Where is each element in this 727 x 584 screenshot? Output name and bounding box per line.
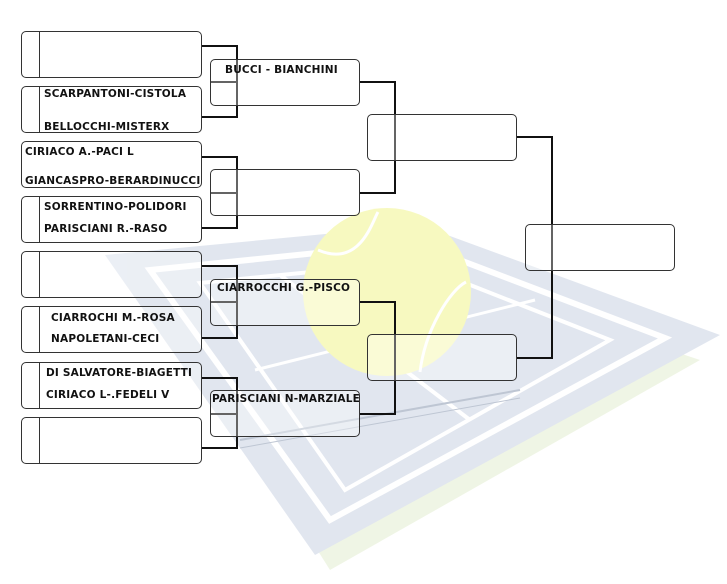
match-slot-r1-7: DI SALVATORE-BIAGETTI CIRIACO L-.FEDELI … xyxy=(21,362,202,409)
connector-line xyxy=(360,301,396,415)
connector-line xyxy=(517,136,553,359)
team-name: BELLOCCHI-MISTERX xyxy=(44,121,170,133)
connector-line xyxy=(360,81,396,194)
team-name: GIANCASPRO-BERARDINUCCI xyxy=(25,175,201,187)
team-name: PARISCIANI N-MARZIALE xyxy=(212,393,361,405)
team-name: CIARROCCHI G.-PISCO xyxy=(217,282,351,294)
match-slot-r1-2: SCARPANTONI-CISTOLA BELLOCCHI-MISTERX xyxy=(21,86,202,133)
team-name: SORRENTINO-POLIDORI xyxy=(44,201,187,213)
team-name: NAPOLETANI-CECI xyxy=(51,333,160,345)
match-slot-r1-4: SORRENTINO-POLIDORI PARISCIANI R.-RASO xyxy=(21,196,202,243)
match-slot-r1-8 xyxy=(21,417,202,464)
match-slot-r2-3: CIARROCCHI G.-PISCO xyxy=(210,279,360,326)
match-slot-semifinal-2 xyxy=(367,334,517,381)
match-slot-r1-3: CIRIACO A.-PACI L GIANCASPRO-BERARDINUCC… xyxy=(21,141,202,188)
match-slot-semifinal-1 xyxy=(367,114,517,161)
match-slot-r1-6: CIARROCHI M.-ROSA NAPOLETANI-CECI xyxy=(21,306,202,353)
match-slot-r2-2 xyxy=(210,169,360,216)
team-name: DI SALVATORE-BIAGETTI xyxy=(46,367,193,379)
team-name: CIRIACO A.-PACI L xyxy=(25,146,134,158)
match-slot-r2-4: PARISCIANI N-MARZIALE xyxy=(210,390,360,437)
team-name: BUCCI - BIANCHINI xyxy=(225,64,338,76)
match-slot-r2-1: BUCCI - BIANCHINI xyxy=(210,59,360,106)
match-slot-final xyxy=(525,224,675,271)
team-name: SCARPANTONI-CISTOLA xyxy=(44,88,187,100)
team-name: CIARROCHI M.-ROSA xyxy=(51,312,175,324)
team-name: PARISCIANI R.-RASO xyxy=(44,223,168,235)
match-slot-r1-5 xyxy=(21,251,202,298)
team-name: CIRIACO L-.FEDELI V xyxy=(46,389,170,401)
match-slot-r1-1 xyxy=(21,31,202,78)
